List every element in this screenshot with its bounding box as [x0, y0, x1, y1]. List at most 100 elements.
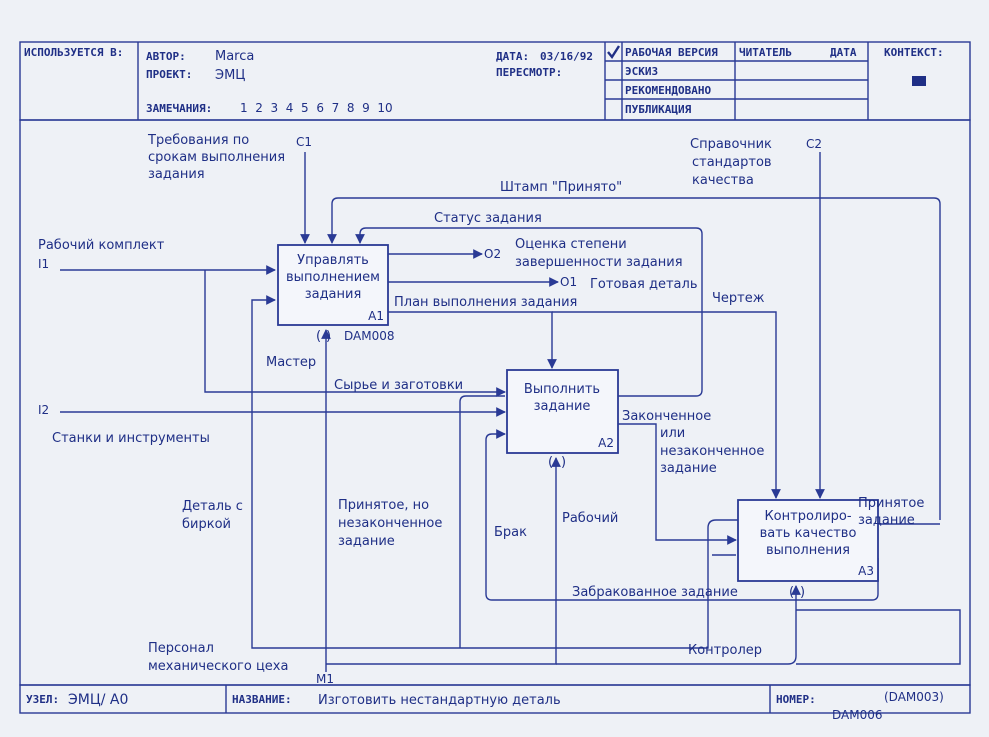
box-a2-line1: Выполнить: [524, 382, 600, 397]
footer-frame: [19, 684, 971, 714]
box-a1-line2: выполнением: [286, 270, 380, 285]
number-value: (DAM003): [884, 690, 944, 704]
label-accepted1: Принятое: [858, 496, 924, 511]
box-a2: Выполнить задание A2: [506, 369, 619, 454]
label-stamp: Штамп "Принято": [500, 180, 622, 195]
label-task-status: Статус задания: [434, 211, 542, 226]
context-marker: [912, 76, 926, 86]
label-o2: O2: [484, 247, 501, 261]
context-label: КОНТЕКСТ:: [884, 46, 944, 59]
date-label: ДАТА:: [496, 50, 529, 63]
label-c1: C1: [296, 135, 312, 149]
arrow-i1-to-a2: [204, 270, 506, 397]
tunnel-icon-a1: (: [316, 329, 321, 344]
reader-label: ЧИТАТЕЛЬ: [739, 46, 792, 59]
tunnel-icon-a3-right: ): [800, 585, 805, 600]
notes-numbers: 1 2 3 4 5 6 7 8 9 10: [240, 101, 393, 115]
arrow-labels: Требования по срокам выполнения задания …: [38, 133, 924, 686]
label-finished4: задание: [660, 461, 717, 476]
status-draft: ЭСКИЗ: [625, 65, 658, 78]
node-value: ЭМЦ/ А0: [68, 692, 128, 708]
label-tagged2: биркой: [182, 517, 231, 532]
label-c1-text3: задания: [148, 167, 205, 182]
tunnel-icon-a1-right: ): [326, 329, 331, 344]
date-value: 03/16/92: [540, 50, 593, 63]
checkmark-icon: [607, 45, 621, 60]
label-rejected: Забракованное задание: [572, 585, 738, 600]
project-value: ЭМЦ: [215, 68, 245, 83]
label-work-plan: План выполнения задания: [394, 295, 577, 310]
arrow-controller: [556, 585, 801, 665]
label-i1: I1: [38, 257, 49, 271]
arrow-accepted-unfinished: [459, 395, 505, 648]
label-tagged1: Деталь с: [182, 499, 243, 514]
arrow-task-status: [355, 227, 703, 397]
box-a3-line1: Контролиро-: [764, 509, 851, 524]
number-label: НОМЕР:: [776, 693, 816, 706]
label-i2-text: Станки и инструменты: [52, 431, 210, 446]
label-c2-text2: стандартов: [692, 155, 772, 170]
tunnel-icon-a2-right: ): [561, 455, 566, 470]
status-recommended: РЕКОМЕНДОВАНО: [625, 84, 711, 97]
label-accepted-unf3: задание: [338, 534, 395, 549]
arrow-drawing: [552, 311, 781, 499]
label-o1: O1: [560, 275, 577, 289]
label-c1-text1: Требования по: [147, 133, 249, 148]
label-c2-text1: Справочник: [690, 137, 772, 152]
label-finished3: незаконченное: [660, 444, 764, 459]
label-finished1: Законченное: [622, 409, 711, 424]
label-m1-text2: механического цеха: [148, 659, 288, 674]
reader-date-label: ДАТА: [830, 46, 857, 59]
label-accepted-unf2: незаконченное: [338, 516, 442, 531]
box-a1-line1: Управлять: [297, 253, 369, 268]
author-value: Marca: [215, 49, 254, 64]
node-label: УЗЕЛ:: [26, 693, 59, 706]
project-label: ПРОЕКТ:: [146, 68, 192, 81]
label-o2-text1: Оценка степени: [515, 237, 627, 252]
title-value: Изготовить нестандартную деталь: [318, 693, 561, 708]
box-a3-line3: выполнения: [766, 543, 850, 558]
arrow-worker: [326, 457, 561, 665]
arrow-tagged-part: [251, 295, 738, 649]
box-a3-id: A3: [858, 564, 874, 578]
label-controller: Контролер: [688, 643, 762, 658]
label-c2-text3: качества: [692, 173, 754, 188]
status-publication: ПУБЛИКАЦИЯ: [625, 103, 692, 116]
box-a3: Контролиро- вать качество выполнения A3: [737, 499, 879, 582]
tunnel-icon-a3: (: [789, 585, 794, 600]
label-o2-text2: завершенности задания: [515, 255, 683, 270]
label-finished2: или: [660, 426, 685, 441]
used-at-label: ИСПОЛЬЗУЕТСЯ В:: [24, 46, 123, 59]
arrow-work-plan: [388, 311, 557, 369]
label-accepted2: задание: [858, 513, 915, 528]
label-m1: M1: [316, 672, 334, 686]
arrow-finished-task: [618, 423, 737, 545]
arrow-rejected-task: [485, 429, 879, 601]
label-c2: C2: [806, 137, 822, 151]
notes-label: ЗАМЕЧАНИЯ:: [146, 102, 212, 115]
label-i1-text: Рабочий комплект: [38, 238, 165, 253]
number-sub: DAM006: [832, 708, 883, 722]
arrows: [60, 152, 961, 672]
author-label: АВТОР:: [146, 50, 186, 63]
tunnel-icon-a2: (: [548, 455, 553, 470]
title-label: НАЗВАНИЕ:: [232, 693, 292, 706]
revision-label: ПЕРЕСМОТР:: [496, 66, 562, 79]
label-m1-text1: Персонал: [148, 641, 214, 656]
box-a1-ref: DAM008: [344, 329, 395, 343]
arrow-controller-loop: [796, 609, 961, 665]
label-c1-text2: срокам выполнения: [148, 150, 285, 165]
box-a2-line2: задание: [534, 399, 591, 414]
label-raw: Сырье и заготовки: [334, 378, 463, 393]
status-working: РАБОЧАЯ ВЕРСИЯ: [625, 46, 718, 59]
box-a1-id: A1: [368, 309, 384, 323]
box-a2-id: A2: [598, 436, 614, 450]
label-defect: Брак: [494, 525, 527, 540]
label-o1-text: Готовая деталь: [590, 277, 698, 292]
label-master: Мастер: [266, 355, 316, 370]
label-accepted-unf1: Принятое, но: [338, 498, 429, 513]
box-a1-line3: задания: [305, 287, 362, 302]
label-i2: I2: [38, 403, 49, 417]
